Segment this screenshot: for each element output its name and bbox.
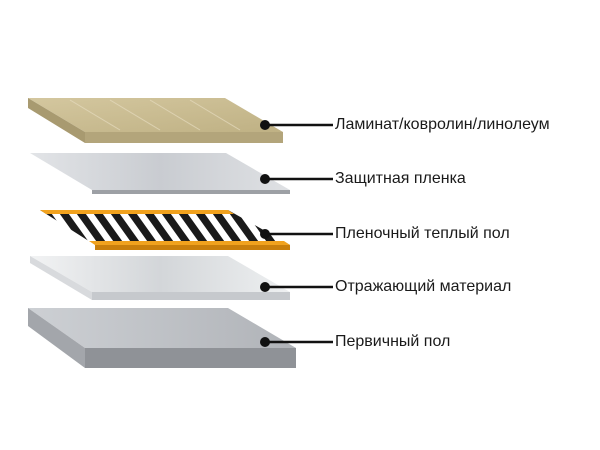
heating-stripe [91,210,125,245]
laminate-layer [28,98,283,143]
label-reflective-material: Отражающий материал [335,278,512,295]
heating-stripe [159,210,193,245]
laminate-marker-dot [260,120,270,130]
heating-stripe [6,210,40,245]
heating-stripe [210,210,244,245]
leader-lines [265,123,333,344]
label-heating-film: Пленочный теплый пол [335,225,510,242]
heating-stripe [295,210,329,245]
protective-film-layer [30,153,290,194]
label-protective-film: Защитная пленка [335,170,466,187]
heating-stripe [227,210,261,245]
heating-stripe [74,210,108,245]
reflector-marker-dot [260,282,270,292]
label-subfloor: Первичный пол [335,333,451,350]
heating-stripe [108,210,142,245]
heating-stripe [142,210,176,245]
film-marker-dot [260,174,270,184]
reflective-layer [30,256,290,300]
heating-stripe [176,210,210,245]
heating-stripe [57,210,91,245]
subfloor-layer [28,308,296,368]
heating-stripe [193,210,227,245]
heating-stripe [278,210,290,245]
heating-stripe [125,210,159,245]
subfloor-marker-dot [260,337,270,347]
heating-marker-dot [260,229,270,239]
label-laminate: Ламинат/ковролин/линолеум [335,116,550,133]
